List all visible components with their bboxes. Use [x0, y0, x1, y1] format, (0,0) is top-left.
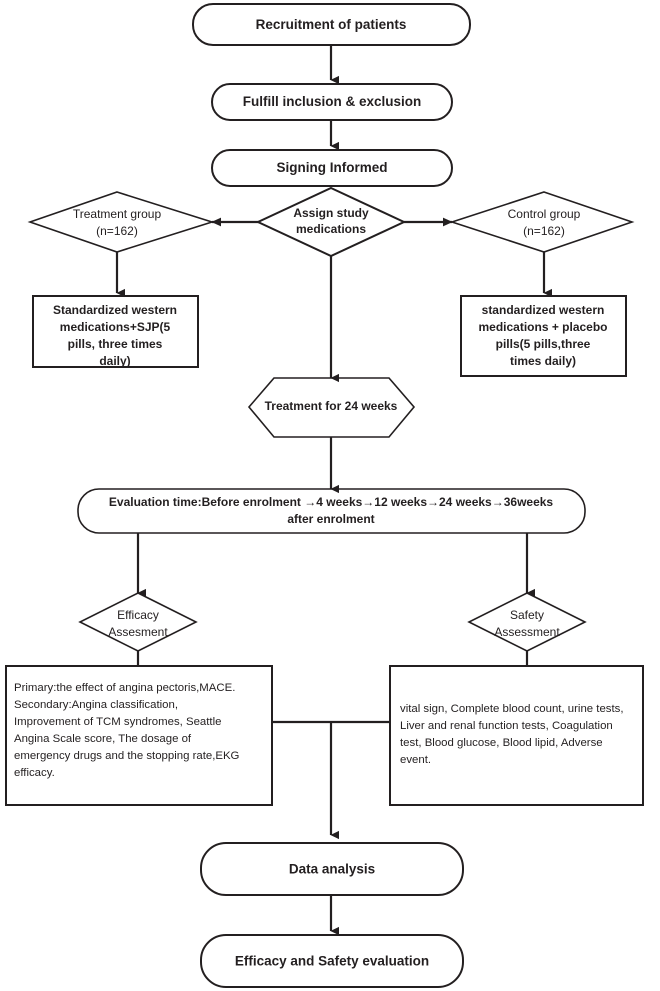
control-medications-line-2: pills(5 pills,three: [496, 337, 591, 351]
efficacy-outcomes-line-0: Primary:the effect of angina pectoris,MA…: [14, 682, 235, 694]
consent-shape: [211, 149, 453, 187]
efficacy-outcomes-line-3: Angina Scale score, The dosage of: [14, 733, 192, 745]
safety-assessment-label-line2: Assessment: [494, 625, 560, 639]
efficacy-outcomes-line-1: Secondary:Angina classification,: [14, 699, 178, 711]
control-group-label-line2: (n=162): [523, 224, 565, 238]
assign-medications-shape: [255, 186, 407, 258]
evaluation-time-line2: after enrolment: [287, 512, 374, 526]
assign-medications-label-line1: Assign study: [293, 206, 369, 220]
final-evaluation-label: Efficacy and Safety evaluation: [235, 954, 429, 969]
node-final-evaluation[interactable]: Efficacy and Safety evaluation: [200, 934, 464, 988]
treatment-medications-line-1: medications+SJP(5: [60, 320, 171, 334]
efficacy-outcomes-shape: [5, 665, 273, 806]
treatment-group-label-line1: Treatment group: [73, 207, 162, 221]
safety-outcomes-line-1: Liver and renal function tests, Coagulat…: [400, 720, 613, 732]
consent-label: Signing Informed: [277, 160, 388, 175]
recruitment-shape: [192, 3, 471, 46]
treatment-duration-label: Treatment for 24 weeks: [265, 399, 398, 413]
efficacy-outcomes-line-4: emergency drugs and the stopping rate,EK…: [14, 750, 240, 762]
node-treatment-duration[interactable]: Treatment for 24 weeks: [247, 377, 416, 438]
node-consent[interactable]: Signing Informed: [211, 149, 453, 187]
safety-outcomes-line-2: test, Blood glucose, Blood lipid, Advers…: [400, 737, 603, 749]
recruitment-label: Recruitment of patients: [256, 17, 407, 32]
treatment-group-label-line2: (n=162): [96, 224, 138, 238]
safety-outcomes-line-0: vital sign, Complete blood count, urine …: [400, 703, 624, 715]
control-medications-shape: [460, 295, 627, 377]
control-group-label-line1: Control group: [508, 207, 581, 221]
final-evaluation-shape: [200, 934, 464, 988]
safety-assessment-shape: [467, 592, 587, 652]
node-assign-medications[interactable]: Assign study medications: [255, 186, 407, 258]
treatment-medications-shape: [32, 295, 199, 368]
treatment-medications-line-0: Standardized western: [53, 303, 177, 317]
efficacy-outcomes-line-5: efficacy.: [14, 767, 55, 779]
node-treatment-group[interactable]: Treatment group (n=162): [27, 191, 215, 253]
control-group-shape: [449, 191, 635, 253]
treatment-duration-shape: [247, 377, 416, 438]
data-analysis-label: Data analysis: [289, 862, 375, 877]
inclusion-label: Fulfill inclusion & exclusion: [243, 94, 422, 109]
inclusion-shape: [211, 83, 453, 121]
node-inclusion[interactable]: Fulfill inclusion & exclusion: [211, 83, 453, 121]
node-control-medications[interactable]: standardized western medications + place…: [460, 295, 627, 377]
control-medications-line-0: standardized western: [482, 303, 605, 317]
safety-outcomes-line-3: event.: [400, 754, 431, 766]
safety-assessment-label-line1: Safety: [510, 608, 544, 622]
assign-medications-label-line2: medications: [296, 222, 366, 236]
evaluation-time-line1: Evaluation time:Before enrolment →4 week…: [109, 495, 554, 509]
efficacy-outcomes-line-2: Improvement of TCM syndromes, Seattle: [14, 716, 221, 728]
node-efficacy-assessment[interactable]: Efficacy Assesment: [78, 592, 198, 652]
control-medications-line-1: medications + placebo: [478, 320, 607, 334]
efficacy-assessment-label-line2: Assesment: [108, 625, 168, 639]
node-data-analysis[interactable]: Data analysis: [200, 842, 464, 896]
node-safety-outcomes[interactable]: vital sign, Complete blood count, urine …: [389, 665, 644, 806]
evaluation-time-shape: [77, 488, 586, 534]
node-evaluation-time[interactable]: Evaluation time:Before enrolment →4 week…: [77, 488, 586, 534]
efficacy-assessment-shape: [78, 592, 198, 652]
node-efficacy-outcomes[interactable]: Primary:the effect of angina pectoris,MA…: [5, 665, 273, 806]
node-control-group[interactable]: Control group (n=162): [449, 191, 635, 253]
node-treatment-medications[interactable]: Standardized western medications+SJP(5 p…: [32, 295, 199, 368]
treatment-medications-line-2: pills, three times: [68, 337, 163, 351]
efficacy-assessment-label-line1: Efficacy: [117, 608, 159, 622]
treatment-medications-line-3: daily): [99, 354, 130, 368]
control-medications-line-3: times daily): [510, 354, 576, 368]
connectors: [115, 45, 552, 936]
node-safety-assessment[interactable]: Safety Assessment: [467, 592, 587, 652]
node-recruitment[interactable]: Recruitment of patients: [192, 3, 471, 46]
data-analysis-shape: [200, 842, 464, 896]
treatment-group-shape: [27, 191, 215, 253]
safety-outcomes-shape: [389, 665, 644, 806]
